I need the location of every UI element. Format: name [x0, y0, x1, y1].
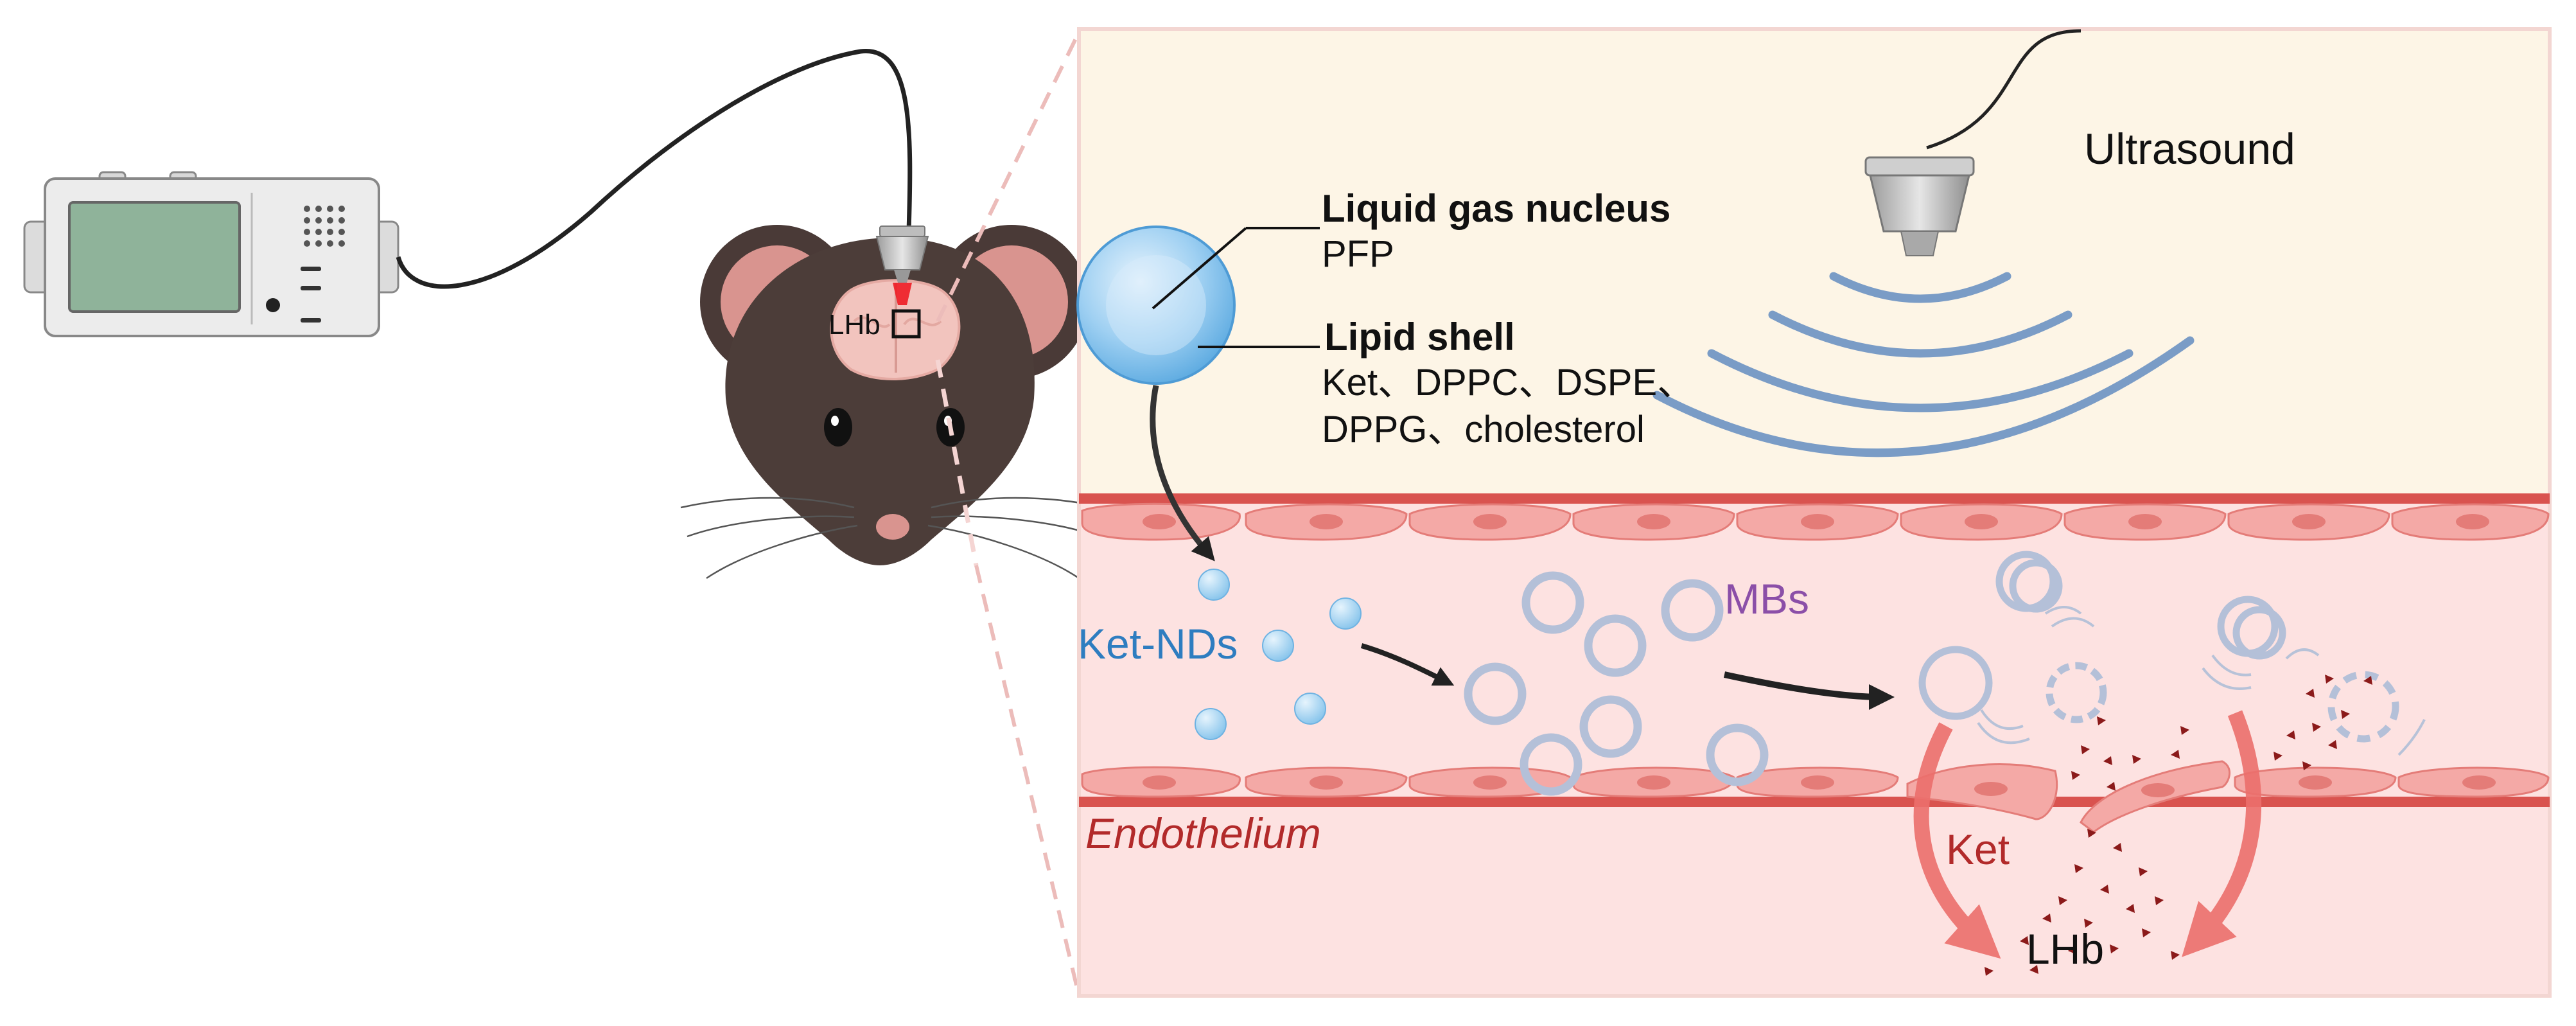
endothelium-label: Endothelium: [1085, 809, 1321, 857]
arrow-icon: [1723, 671, 1895, 710]
liquid-gas-sub: PFP: [1322, 233, 1394, 275]
lipid-shell-line2: DPPG、cholesterol: [1322, 409, 1645, 450]
ket-particles: [1985, 675, 2372, 976]
ket-nds-droplets: [1195, 569, 1362, 740]
lipid-shell-line1: Ket、DPPC、DSPE、: [1322, 362, 1694, 403]
mouse-head-icon: LHb: [680, 225, 1105, 579]
mbs-label: MBs: [1724, 575, 1809, 623]
transducer-cable: [1926, 29, 2081, 150]
arrow-icon: [2182, 710, 2262, 957]
stimulator-device-icon: [23, 171, 399, 337]
vessel-lumen: [1077, 496, 2552, 998]
zoom-guide-bottom: [974, 565, 1081, 996]
wave-arcs: [1977, 606, 2426, 756]
ultrasound-waves: [1652, 272, 2195, 457]
arrow-icon: [1150, 385, 1215, 562]
zoom-guide-top: [936, 31, 1081, 323]
arrow-icon: [1360, 643, 1455, 686]
ket-label: Ket: [1946, 826, 2010, 873]
microbubble-icon: [1464, 571, 1769, 796]
vessel-wall-top: [1079, 493, 2550, 504]
cable: [396, 49, 913, 289]
arrow-icon: [1913, 722, 2001, 959]
ultrasound-transducer-icon: [875, 226, 929, 305]
liquid-gas-pointer: [1152, 227, 1247, 310]
vessel-wall-bottom: [1079, 797, 2550, 807]
ultrasound-transducer-icon: [1864, 156, 1975, 256]
lhb-label: LHb: [2026, 925, 2104, 973]
ket-nds-label: Ket-NDs: [1078, 620, 1238, 668]
liquid-gas-title: Liquid gas nucleus: [1322, 187, 1670, 230]
lipid-shell-title: Lipid shell: [1324, 315, 1515, 358]
lhb-small-label: LHb: [828, 309, 881, 341]
oscillating-bubbles: [1918, 551, 2399, 743]
top-region: [1077, 27, 2552, 500]
ultrasound-label: Ultrasound: [2084, 125, 2295, 173]
